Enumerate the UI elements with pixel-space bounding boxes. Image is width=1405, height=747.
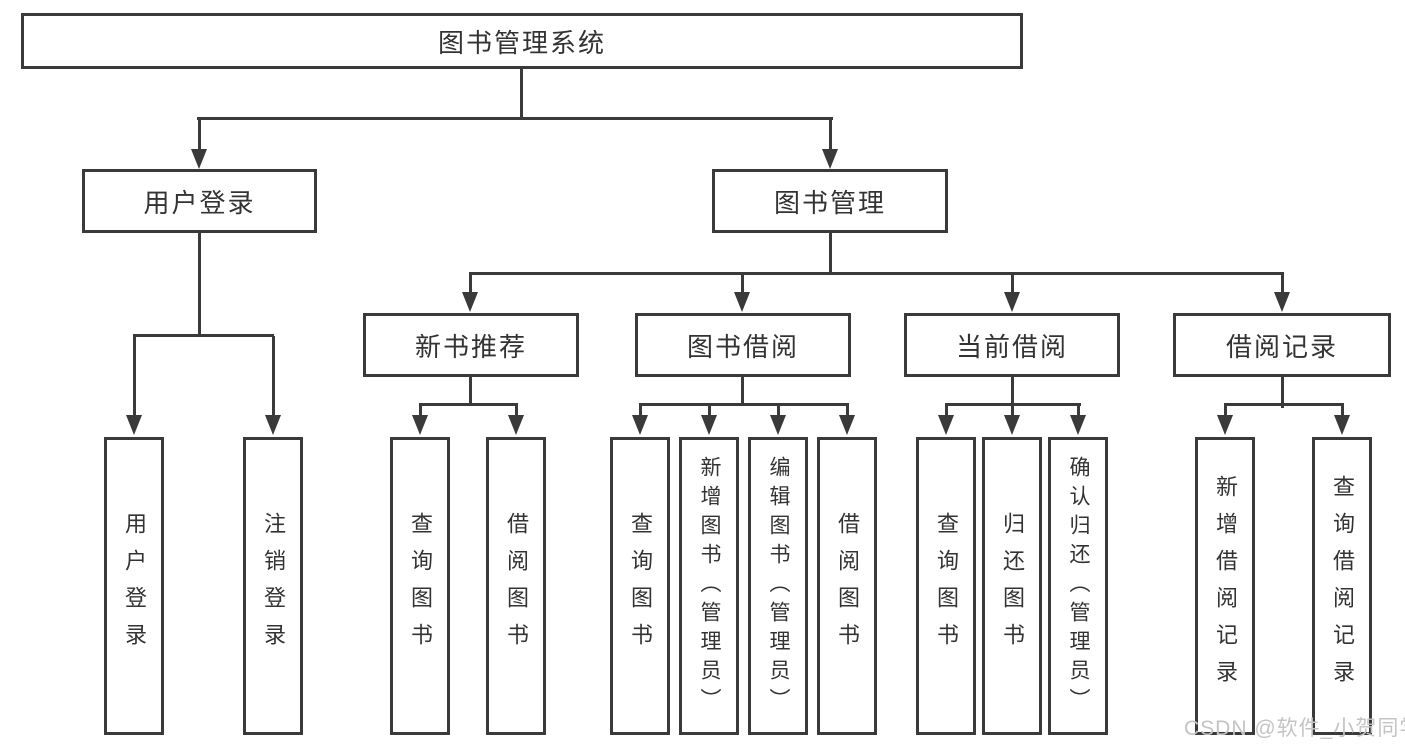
leaf-cb-query-books: 查询图书 [916, 437, 976, 735]
leaf-bb-borrow-books: 借阅图书 [817, 437, 877, 735]
connector-line [829, 233, 832, 275]
connector-line [741, 377, 744, 405]
arrow-head-icon [839, 415, 855, 435]
node-root-label: 图书管理系统 [437, 27, 606, 58]
arrow-head-icon [126, 415, 142, 435]
arrow-shaft [1010, 405, 1014, 415]
arrow-head-icon [265, 415, 281, 435]
node-current-borrow-label: 当前借阅 [955, 331, 1068, 362]
leaf-cb-return-book-label: 归还图书 [1000, 512, 1025, 660]
connector-line [469, 377, 472, 405]
leaf-bb-edit-book-admin-label: 编辑图书（管理员） [767, 455, 790, 717]
arrow-shaft [1280, 274, 1284, 292]
arrow-shaft [132, 336, 136, 415]
arrow-shaft [845, 405, 849, 415]
leaf-br-add-record: 新增借阅记录 [1195, 437, 1255, 735]
csdn-watermark: CSDN @软件_小贺同学 [1184, 717, 1405, 740]
node-root: 图书管理系统 [21, 13, 1023, 69]
arrow-shaft [418, 405, 422, 415]
arrow-head-icon [1334, 415, 1350, 435]
node-user-login-label: 用户登录 [143, 187, 256, 218]
node-user-login: 用户登录 [82, 169, 317, 233]
leaf-bb-add-book-admin-label: 新增图书（管理员） [698, 455, 721, 717]
node-new-book-recommend: 新书推荐 [363, 313, 579, 377]
connector-line [1281, 377, 1284, 408]
arrow-shaft [468, 274, 472, 292]
node-current-borrow: 当前借阅 [904, 313, 1120, 377]
arrow-head-icon [632, 415, 648, 435]
node-book-management: 图书管理 [712, 169, 948, 233]
leaf-bb-borrow-books-label: 借阅图书 [835, 512, 860, 660]
arrow-shaft [1340, 405, 1344, 415]
arrow-shaft [944, 405, 948, 415]
leaf-cb-query-books-label: 查询图书 [934, 512, 959, 660]
leaf-bb-edit-book-admin: 编辑图书（管理员） [748, 437, 808, 735]
arrow-head-icon [1274, 292, 1290, 312]
leaf-user-login: 用户登录 [104, 437, 164, 735]
arrow-head-icon [701, 415, 717, 435]
leaf-br-query-record: 查询借阅记录 [1312, 437, 1372, 735]
connector-line [945, 403, 1081, 406]
connector-line [1224, 403, 1344, 406]
leaf-user-login-label: 用户登录 [122, 512, 147, 660]
node-new-book-recommend-label: 新书推荐 [414, 331, 527, 362]
leaf-br-add-record-label: 新增借阅记录 [1213, 475, 1238, 697]
arrow-head-icon [1004, 292, 1020, 312]
arrow-head-icon [508, 415, 524, 435]
arrow-head-icon [412, 415, 428, 435]
arrow-shaft [1010, 274, 1014, 292]
leaf-nb-query-books-label: 查询图书 [408, 512, 433, 660]
leaf-nb-query-books: 查询图书 [390, 437, 450, 735]
arrow-shaft [776, 405, 780, 415]
arrow-shaft [514, 405, 518, 415]
connector-line [639, 403, 849, 406]
node-borrow-record: 借阅记录 [1173, 313, 1391, 377]
arrow-head-icon [734, 292, 750, 312]
leaf-cb-confirm-return-admin: 确认归还（管理员） [1048, 437, 1108, 735]
leaf-logout: 注销登录 [243, 437, 303, 735]
arrow-head-icon [191, 149, 207, 169]
connector-line [197, 117, 833, 120]
leaf-cb-return-book: 归还图书 [982, 437, 1042, 735]
arrow-shaft [197, 119, 201, 149]
arrow-shaft [707, 405, 711, 415]
arrow-shaft [1076, 405, 1080, 415]
arrow-shaft [828, 119, 832, 149]
arrow-head-icon [1004, 415, 1020, 435]
leaf-logout-label: 注销登录 [261, 512, 286, 660]
leaf-bb-query-books-label: 查询图书 [628, 512, 653, 660]
connector-line [419, 403, 518, 406]
leaf-bb-add-book-admin: 新增图书（管理员） [679, 437, 739, 735]
node-book-management-label: 图书管理 [773, 187, 886, 218]
leaf-cb-confirm-return-admin-label: 确认归还（管理员） [1067, 455, 1090, 717]
arrow-shaft [1223, 405, 1227, 415]
arrow-head-icon [822, 149, 838, 169]
node-borrow-record-label: 借阅记录 [1225, 331, 1338, 362]
connector-line [133, 334, 274, 337]
arrow-head-icon [1217, 415, 1233, 435]
arrow-head-icon [1070, 415, 1086, 435]
leaf-nb-borrow-books-label: 借阅图书 [504, 512, 529, 660]
node-book-borrow: 图书借阅 [635, 313, 851, 377]
arrow-head-icon [938, 415, 954, 435]
arrow-head-icon [462, 292, 478, 312]
connector-line [469, 272, 1284, 275]
connector-line [198, 233, 201, 336]
leaf-br-query-record-label: 查询借阅记录 [1330, 475, 1355, 697]
arrow-head-icon [770, 415, 786, 435]
node-book-borrow-label: 图书借阅 [686, 331, 799, 362]
connector-line [520, 69, 523, 119]
connector-line [1011, 377, 1014, 405]
arrow-shaft [740, 274, 744, 292]
arrow-shaft [638, 405, 642, 415]
arrow-shaft [271, 336, 275, 415]
leaf-nb-borrow-books: 借阅图书 [486, 437, 546, 735]
leaf-bb-query-books: 查询图书 [610, 437, 670, 735]
